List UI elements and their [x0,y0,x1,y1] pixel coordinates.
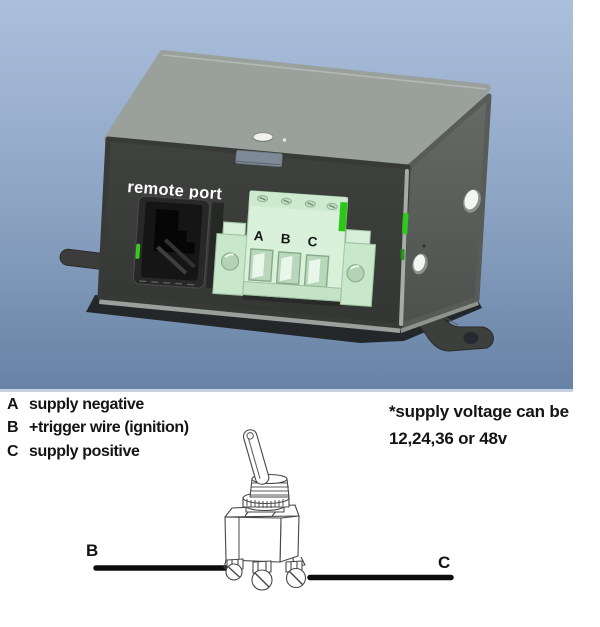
note-line-2: 12,24,36 or 48v [389,428,507,448]
terminal-green-stripe [338,202,348,232]
switch-wiring-diagram: B C [86,429,454,591]
terminal-screw-middle [251,560,273,591]
supply-voltage-note: *supply voltage can be 12,24,36 or 48v [389,399,569,452]
toggle-switch [223,429,307,591]
legend-row-a: A supply negative [7,396,189,419]
terminal-screw-right [285,560,307,589]
terminal-block: A B C [206,190,377,307]
edge-green-led [401,212,409,235]
side-holes [412,189,481,275]
box-top-highlight [162,54,487,90]
legend-desc-c: supply positive [29,442,140,460]
latch-tab [235,149,283,168]
jack-green-indicator [135,243,141,259]
terminal-skirt [242,280,342,302]
wire-label-b: B [86,541,98,560]
terminal-label-a: A [253,228,264,244]
legend-row-c: C supply positive [7,443,189,466]
background-bottom-edge [0,389,573,392]
top-screw [252,132,287,142]
legend-desc-b: +trigger wire (ignition) [29,419,189,437]
edge-green-led-small [400,249,405,260]
wire-label-c: C [438,553,450,572]
box-corner-highlight [399,169,409,326]
terminal-right-flange [339,229,377,307]
terminal-legend: A supply negative B +trigger wire (ignit… [7,396,189,466]
jack-contacts [153,208,196,254]
switch-lever [242,429,270,485]
legend-key-c: C [7,442,19,460]
terminal-label-b: B [280,231,291,247]
terminal-openings [248,248,330,289]
legend-key-a: A [7,396,19,413]
legend-row-b: B +trigger wire (ignition) [7,419,189,442]
remote-port-jack [132,195,211,289]
terminal-screw-left [225,558,244,581]
note-line-1: *supply voltage can be [389,402,569,421]
tab-hole [463,332,479,344]
legend-desc-a: supply negative [29,396,144,413]
terminal-label-c: C [307,234,318,250]
terminal-left-flange [212,221,248,296]
switch-terminals [225,558,307,591]
switch-body [223,504,306,569]
terminal-top-screws [257,195,338,210]
device-render: remote port [0,0,573,392]
legend-key-b: B [7,419,19,437]
